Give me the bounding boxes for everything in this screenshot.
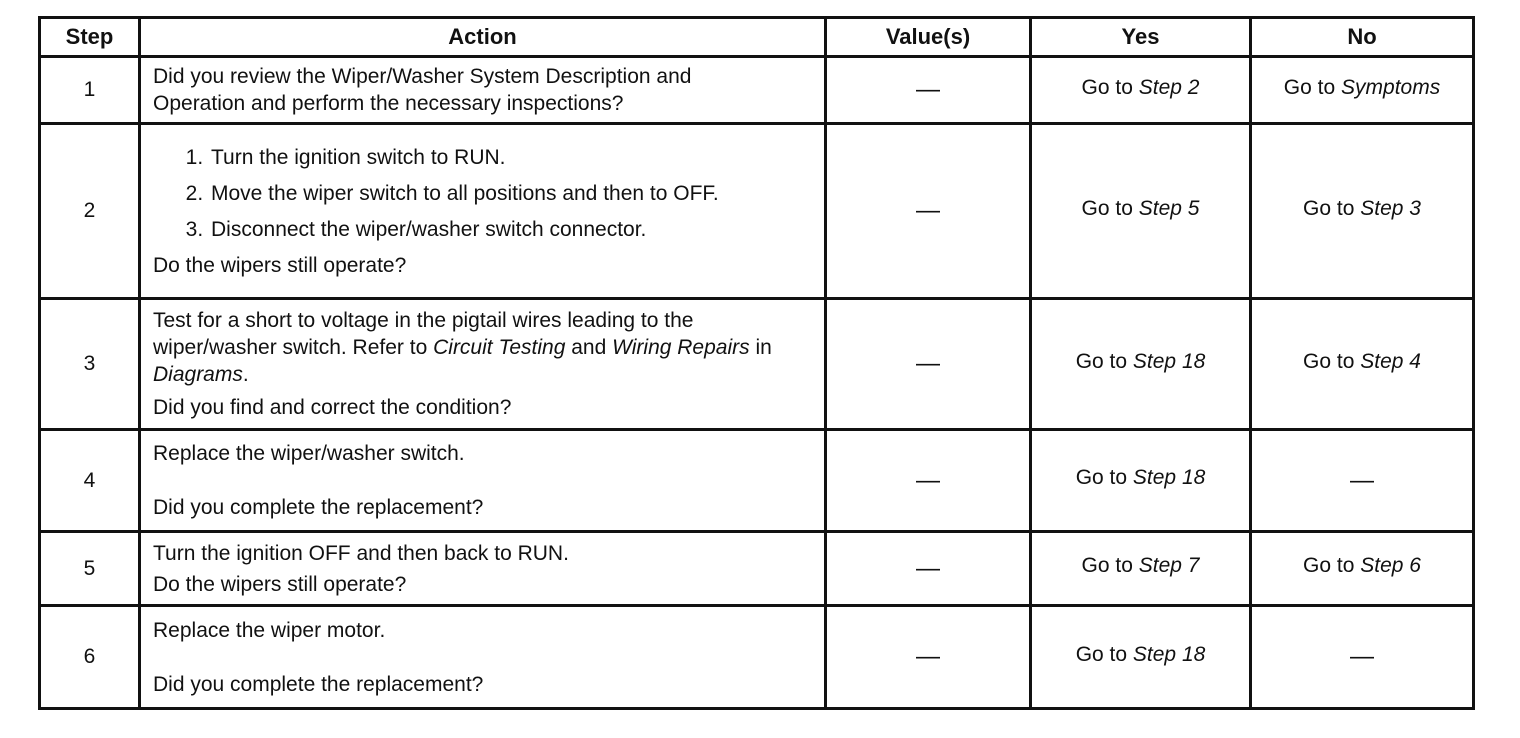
no-link[interactable]: Go to Step 3 <box>1249 122 1475 300</box>
goto-prefix: Go to <box>1075 466 1128 489</box>
action-text-part: in <box>749 336 772 359</box>
action-text-part: . <box>242 363 249 386</box>
action-text-part: and <box>565 336 613 359</box>
goto-prefix: Go to <box>1081 554 1133 577</box>
table-row: 4 Replace the wiper/washer switch. Did y… <box>38 428 1475 533</box>
reference-link[interactable]: Wiring Repairs <box>612 336 750 359</box>
value-cell: — <box>824 297 1032 431</box>
header-row: Step Action Value(s) Yes No <box>38 16 1475 58</box>
table-row: 1 Did you review the Wiper/Washer System… <box>38 55 1475 125</box>
diagnostic-table-container: Step Action Value(s) Yes No 1 Did you re… <box>38 16 1475 710</box>
goto-target: Step 2 <box>1138 75 1200 99</box>
action-text: Operation and perform the necessary insp… <box>153 92 624 115</box>
yes-link[interactable]: Go to Step 18 <box>1029 428 1252 533</box>
no-link[interactable]: Go to Step 4 <box>1249 297 1475 431</box>
action-text: Replace the wiper/washer switch. <box>153 442 465 465</box>
header-no: No <box>1249 16 1475 58</box>
yes-link[interactable]: Go to Step 18 <box>1029 297 1252 431</box>
value-cell: — <box>824 122 1032 300</box>
value-cell: — <box>824 530 1032 607</box>
action-cell: Test for a short to voltage in the pigta… <box>138 297 827 431</box>
header-step: Step <box>38 16 141 58</box>
action-question: Did you complete the replacement? <box>153 672 484 696</box>
action-question: Did you find and correct the condition? <box>153 396 512 419</box>
action-step-item: Turn the ignition switch to RUN. <box>209 144 814 171</box>
action-question: Did you complete the replacement? <box>153 496 484 519</box>
step-number: 5 <box>38 530 141 607</box>
goto-prefix: Go to <box>1081 75 1133 99</box>
goto-target: Step 18 <box>1132 642 1206 666</box>
goto-prefix: Go to <box>1075 642 1128 666</box>
goto-target: Step 18 <box>1132 466 1206 489</box>
table-row: 5 Turn the ignition OFF and then back to… <box>38 530 1475 607</box>
action-cell: Turn the ignition OFF and then back to R… <box>138 530 827 607</box>
yes-link[interactable]: Go to Step 5 <box>1029 122 1252 300</box>
action-question: Do the wipers still operate? <box>153 253 407 277</box>
goto-target: Symptoms <box>1341 75 1441 99</box>
table-row: 6 Replace the wiper motor. Did you compl… <box>38 604 1475 710</box>
action-cell: Replace the wiper motor. Did you complet… <box>138 604 827 710</box>
action-cell: Did you review the Wiper/Washer System D… <box>138 55 827 125</box>
yes-link[interactable]: Go to Step 18 <box>1029 604 1252 710</box>
goto-prefix: Go to <box>1081 196 1133 220</box>
goto-prefix: Go to <box>1303 554 1355 577</box>
table-row: 2 Turn the ignition switch to RUN. Move … <box>38 122 1475 300</box>
reference-link[interactable]: Circuit Testing <box>433 336 566 359</box>
goto-target: Step 4 <box>1360 349 1421 373</box>
header-values: Value(s) <box>824 16 1032 58</box>
diagnostic-table: Step Action Value(s) Yes No 1 Did you re… <box>38 16 1475 710</box>
goto-target: Step 3 <box>1360 196 1421 220</box>
action-step-item: Disconnect the wiper/washer switch conne… <box>209 216 814 243</box>
goto-prefix: Go to <box>1303 196 1355 220</box>
yes-link[interactable]: Go to Step 2 <box>1029 55 1252 125</box>
header-action: Action <box>138 16 827 58</box>
goto-prefix: Go to <box>1283 75 1336 99</box>
action-text: Replace the wiper motor. <box>153 618 386 642</box>
action-steps-list: Turn the ignition switch to RUN. Move th… <box>153 144 814 243</box>
goto-prefix: Go to <box>1303 349 1355 373</box>
goto-target: Step 18 <box>1132 349 1206 373</box>
step-number: 6 <box>38 604 141 710</box>
action-cell: Turn the ignition switch to RUN. Move th… <box>138 122 827 300</box>
action-step-item: Move the wiper switch to all positions a… <box>209 180 751 207</box>
step-number: 2 <box>38 122 141 300</box>
action-question: Do the wipers still operate? <box>153 572 407 596</box>
table-row: 3 Test for a short to voltage in the pig… <box>38 297 1475 431</box>
yes-link[interactable]: Go to Step 7 <box>1029 530 1252 607</box>
goto-target: Step 6 <box>1360 554 1421 577</box>
header-yes: Yes <box>1029 16 1252 58</box>
step-number: 4 <box>38 428 141 533</box>
step-number: 1 <box>38 55 141 125</box>
action-text: Test for a short to voltage in the pigta… <box>153 307 814 388</box>
no-link[interactable]: Go to Step 6 <box>1249 530 1475 607</box>
no-cell: — <box>1249 428 1475 533</box>
action-text: Did you review the Wiper/Washer System D… <box>153 65 692 88</box>
reference-link[interactable]: Diagrams <box>153 363 243 386</box>
action-text-part: Test for a short to voltage in the pigta… <box>153 309 694 359</box>
goto-prefix: Go to <box>1075 349 1128 373</box>
goto-target: Step 5 <box>1138 196 1200 220</box>
action-cell: Replace the wiper/washer switch. Did you… <box>138 428 827 533</box>
value-cell: — <box>824 604 1032 710</box>
value-cell: — <box>824 428 1032 533</box>
value-cell: — <box>824 55 1032 125</box>
no-cell: — <box>1249 604 1475 710</box>
no-link[interactable]: Go to Symptoms <box>1249 55 1475 125</box>
action-text: Turn the ignition OFF and then back to R… <box>153 541 569 565</box>
step-number: 3 <box>38 297 141 431</box>
goto-target: Step 7 <box>1138 554 1200 577</box>
